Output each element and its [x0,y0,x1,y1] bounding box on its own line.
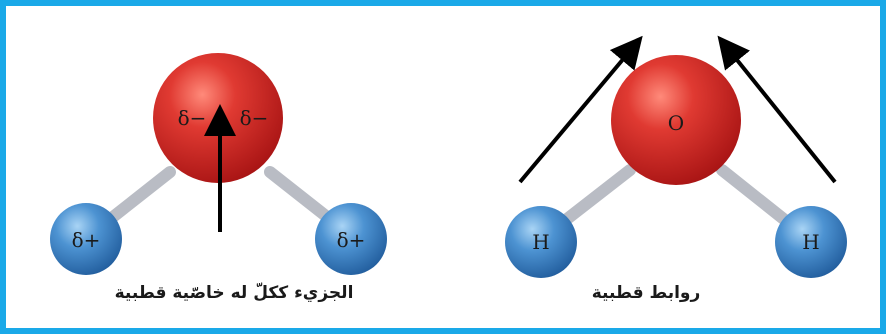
oxygen-charge-left: δ− [178,106,207,130]
left-water-molecule: δ− δ− δ+ δ+ [50,53,387,275]
hydrogen-right-charge: δ+ [337,228,366,252]
right-hydrogen-atom-left [505,206,577,278]
hydrogen-right-label: H [802,230,819,254]
hydrogen-left-label: H [532,230,549,254]
bond-dipole-arrow-left [518,35,643,184]
right-caption: روابط قطبية [591,283,701,303]
right-oxygen-atom [611,55,741,185]
bond-dipole-arrow-right [717,35,837,184]
left-hydrogen-atom-left [50,203,122,275]
right-hydrogen-atom-right [775,206,847,278]
oxygen-charge-right: δ− [240,106,269,130]
hydrogen-left-charge: δ+ [72,228,101,252]
left-caption: الجزيء ككلّ له خاصّية قطبية [114,283,354,303]
right-water-molecule: O H H [505,35,847,278]
oxygen-label: O [668,111,684,135]
left-hydrogen-atom-right [315,203,387,275]
